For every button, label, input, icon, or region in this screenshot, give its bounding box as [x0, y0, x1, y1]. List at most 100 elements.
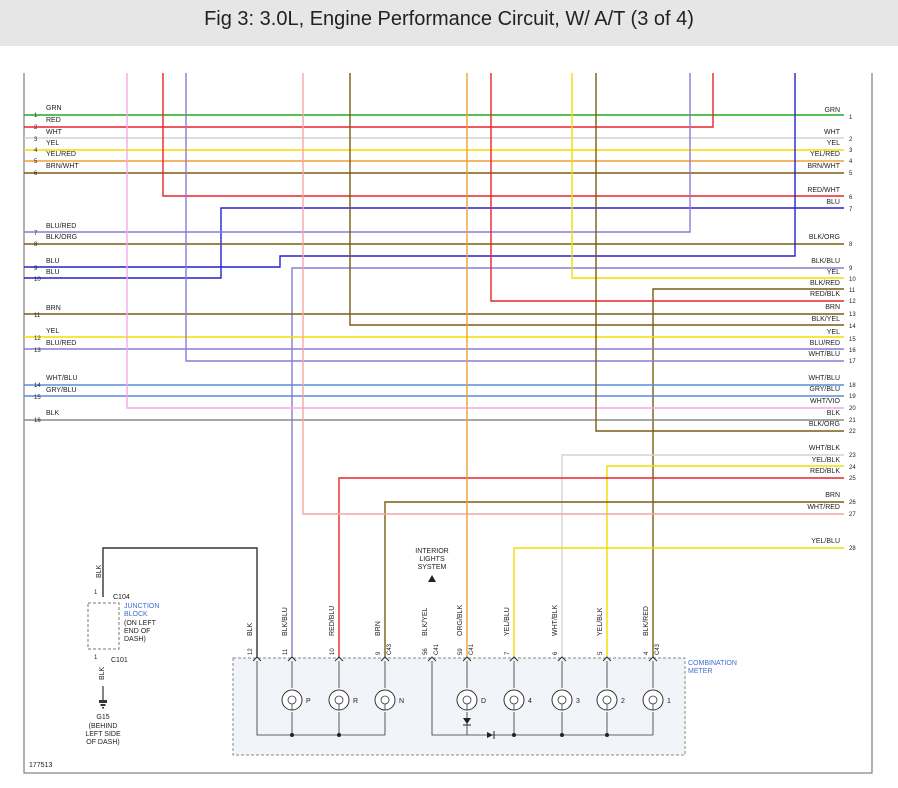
right-pin-num: 2: [849, 137, 853, 143]
connector-chevron: [380, 656, 390, 662]
left-pin-label: YEL: [46, 140, 59, 147]
connector-chevron: [427, 656, 437, 662]
right-pin-num: 19: [849, 394, 856, 400]
junction-box: [87, 602, 120, 650]
meter-internal-wiring: [256, 661, 654, 739]
ground-id: G15: [96, 714, 109, 721]
left-pin-num: 4: [34, 148, 38, 154]
junction-note-1: (ON LEFT: [124, 620, 157, 627]
combination-meter: COMBINATION METER BLK12BLK/BLU11RED/BLU1…: [232, 605, 737, 756]
interior-line-3: SYSTEM: [418, 564, 447, 571]
right-pin-label: RED/BLK: [810, 468, 840, 475]
right-pin-num: 16: [849, 348, 856, 354]
right-pin-num: 8: [849, 242, 853, 248]
figure-id: 177513: [29, 762, 52, 769]
junction-pin-bottom: 1: [94, 655, 98, 661]
right-pin-label: BLK/YEL: [812, 316, 841, 323]
diode-icon: [463, 718, 471, 724]
wire: [338, 477, 844, 658]
interior-lights-callout: INTERIOR LIGHTS SYSTEM: [415, 548, 449, 582]
right-pin-label: RED/WHT: [807, 187, 840, 194]
header-bar: Fig 3: 3.0L, Engine Performance Circuit,…: [0, 0, 898, 46]
left-pin-label: WHT/BLU: [46, 375, 78, 382]
connector-chevron: [334, 656, 344, 662]
lamp-label: 3: [576, 698, 580, 705]
right-pin-num: 5: [849, 171, 853, 177]
left-pin-label: GRN: [46, 105, 62, 112]
meter-trace: [256, 661, 385, 736]
junction-label-1: JUNCTION: [124, 603, 159, 610]
meter-pin-num: 6: [553, 651, 559, 655]
right-pin-label: WHT/BLU: [809, 375, 841, 382]
meter-pin-conn: C43: [655, 643, 661, 655]
connector-chevron: [252, 656, 262, 662]
right-pin-label: WHT/RED: [807, 504, 840, 511]
meter-pin-wire: BLK/YEL: [422, 607, 429, 636]
wire: [24, 73, 796, 268]
left-pin-label: BLU: [46, 269, 60, 276]
diode-icon: [487, 732, 493, 738]
meter-pin-num: 9: [376, 651, 382, 655]
lamp-label: D: [481, 698, 486, 705]
left-pin-label: BLK: [46, 410, 60, 417]
left-pin-num: 12: [34, 336, 41, 342]
meter-pin-num: 4: [644, 651, 650, 655]
lamp-label: 2: [621, 698, 625, 705]
left-pin-num: 9: [34, 266, 38, 272]
ground-note-2: LEFT SIDE: [85, 731, 121, 738]
right-pin-num: 3: [849, 148, 853, 154]
meter-pin-wire: YEL/BLU: [504, 607, 511, 636]
lamp-label: 4: [528, 698, 532, 705]
right-pin-num: 15: [849, 337, 856, 343]
meter-pin-num: 5: [598, 651, 604, 655]
junction-dot: [337, 733, 341, 737]
meter-pin-num: 10: [330, 648, 336, 655]
right-pin-label: BRN: [825, 492, 840, 499]
wire: [571, 73, 844, 279]
left-pin-num: 11: [34, 313, 41, 319]
right-pin-num: 28: [849, 546, 856, 552]
right-pin-label: RED/BLK: [810, 291, 840, 298]
interior-line-2: LIGHTS: [419, 556, 445, 563]
wires-group: [24, 73, 844, 658]
wire: [349, 73, 844, 326]
right-pin-label: GRN: [824, 107, 840, 114]
wire: [24, 73, 691, 233]
meter-pin-wire: ORG/BLK: [457, 605, 464, 636]
wire: [384, 501, 844, 658]
left-pin-num: 15: [34, 395, 41, 401]
meter-pin-num: 11: [283, 648, 289, 655]
right-pin-num: 17: [849, 359, 856, 365]
meter-pin-num: 56: [423, 648, 429, 655]
right-pin-label: BLK/ORG: [809, 234, 840, 241]
wire: [185, 73, 844, 362]
left-pin-num: 14: [34, 383, 41, 389]
right-pin-label: BLU: [826, 199, 840, 206]
left-pin-labels: 1GRN2RED3WHT4YEL5YEL/RED6BRN/WHT7BLU/RED…: [34, 105, 79, 424]
meter-pin-wire: YEL/BLK: [597, 607, 604, 636]
right-pin-num: 12: [849, 299, 856, 305]
left-pin-label: BRN/WHT: [46, 163, 79, 170]
left-pin-label: BLU: [46, 258, 60, 265]
right-pin-num: 26: [849, 500, 856, 506]
wire: [606, 465, 844, 658]
meter-label-2: METER: [688, 668, 713, 675]
right-pin-label: YEL: [827, 140, 840, 147]
wire: [561, 454, 844, 658]
left-pin-label: GRY/BLU: [46, 387, 77, 394]
left-pin-num: 10: [34, 277, 41, 283]
right-pin-num: 20: [849, 406, 856, 412]
right-pin-num: 13: [849, 312, 856, 318]
right-pin-num: 22: [849, 429, 856, 435]
wire: [652, 288, 844, 658]
right-pin-num: 23: [849, 453, 856, 459]
junction-wire-top: BLK: [96, 564, 103, 578]
connector-chevron: [287, 656, 297, 662]
meter-pin-wire: RED/BLU: [329, 606, 336, 636]
meter-pin-wire: WHT/BLK: [552, 605, 559, 636]
right-pin-label: YEL/BLK: [812, 457, 841, 464]
right-pin-num: 7: [849, 207, 853, 213]
meter-pin-conn: C41: [434, 643, 440, 655]
left-pin-label: WHT: [46, 129, 63, 136]
